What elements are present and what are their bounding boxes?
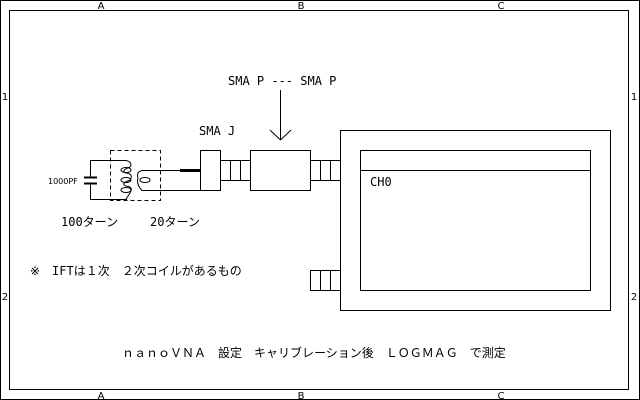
- primary-coil-icon: [120, 160, 132, 200]
- column-label-a-bottom: A: [98, 391, 105, 400]
- down-arrow-icon: [269, 90, 292, 141]
- setup-note: ｎａｎｏＶＮＡ 設定 キャリブレーション後 ＬＯＧＭＡＧ で測定: [122, 345, 506, 360]
- capacitor-symbol: [84, 160, 127, 200]
- channel-label: CH0: [370, 175, 392, 189]
- inner-frame: [9, 10, 629, 390]
- row-label-1-left: 1: [2, 92, 8, 103]
- secondary-coil-icon: [137, 170, 200, 191]
- column-label-c-bottom: C: [498, 391, 505, 400]
- capacitor-label: 1000PF: [48, 177, 78, 186]
- row-label-1-right: 1: [631, 92, 637, 103]
- nanovna-device: [340, 130, 611, 311]
- ift-dashed-box: [110, 150, 161, 201]
- sma-p-label: SMA P --- SMA P: [228, 74, 336, 88]
- sma-j-connector: [200, 150, 251, 191]
- row-label-2-right: 2: [631, 292, 637, 303]
- primary-turns-label: 100ターン: [61, 215, 118, 229]
- column-label-a-top: A: [98, 1, 105, 12]
- nanovna-port-ch1: [310, 270, 341, 291]
- row-label-2-left: 2: [2, 292, 8, 303]
- column-label-b-bottom: B: [298, 391, 305, 400]
- column-label-b-top: B: [298, 1, 305, 12]
- secondary-turns-label: 20ターン: [150, 215, 200, 229]
- sma-p-adapter: [250, 150, 341, 191]
- sma-j-label: SMA J: [199, 124, 235, 138]
- ift-note: ※ IFTは１次 ２次コイルがあるもの: [30, 263, 242, 278]
- column-label-c-top: C: [498, 1, 505, 12]
